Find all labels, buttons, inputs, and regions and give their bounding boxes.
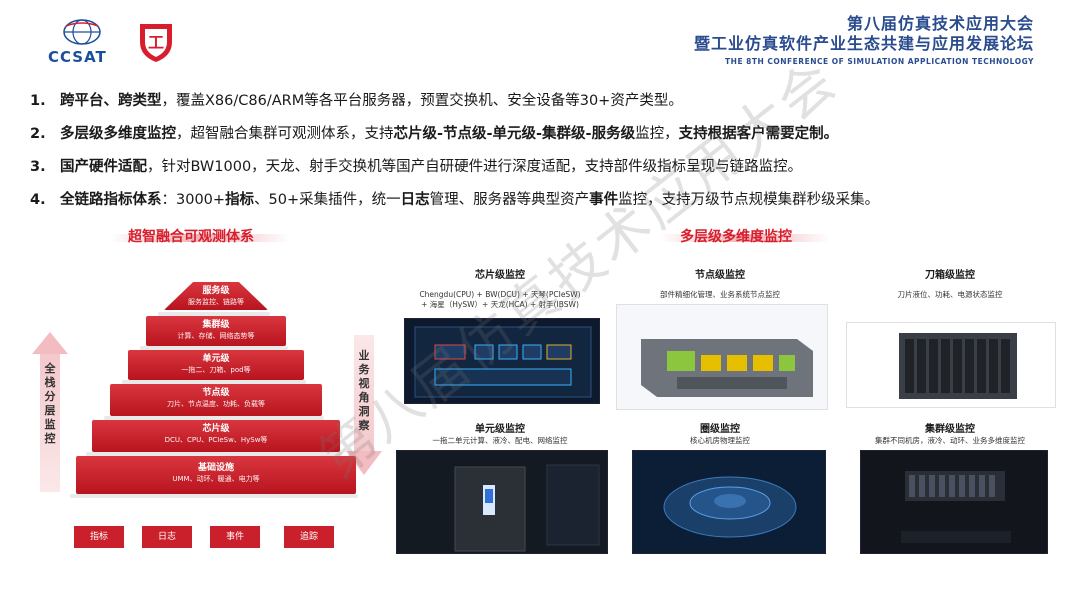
left-title-highlight [110,234,290,242]
layer-title: 集群级 [202,320,230,330]
feature-text: ，针对BW1000，天龙、射手交换机等国产自研硬件进行深度适配，支持部件级指标呈… [147,159,803,175]
right-arrow-label: 业务视角洞察 [358,349,370,432]
feature-bold: 全链路指标体系 [60,192,162,208]
feature-item-2: 2. 多层级多维度监控，超智融合集群可观测体系，支持芯片级-节点级-单元级-集群… [30,119,1070,152]
feature-bold: 事件 [589,192,619,208]
feature-text: 监控， [635,126,679,142]
tag-tracing: 追踪 [284,526,334,548]
panel-title-cluster: 集群级监控 [925,424,975,435]
feature-number: 1. [30,93,46,109]
layer-subtitle: 服务监控、链路等 [188,298,244,306]
feature-item-1: 1. 跨平台、跨类型，覆盖X86/C86/ARM等各平台服务器，预置交换机、安全… [30,86,1070,119]
layer-unit: 单元级 一拖二、刀箱、pod等 [128,350,304,380]
right-section-title: 多层级多维度监控 [680,229,792,245]
layer-subtitle: 刀片、节点温度、功耗、负载等 [167,400,265,408]
blade-monitor-screenshot [846,322,1056,408]
feature-bold: 芯片级-节点级-单元级-集群级-服务级 [393,126,636,142]
feature-bold: 多层级多维度监控 [60,126,176,142]
server-node-graphic [641,339,813,397]
layer-subtitle: 一拖二、刀箱、pod等 [181,366,251,374]
cluster-room-graphic [901,471,1011,543]
tag-logs: 日志 [142,526,192,548]
left-arrow-label: 全栈分层监控 [44,362,56,445]
feature-number: 4. [30,192,46,208]
red-logo-glyph: 工 [148,33,164,52]
layer-service: 服务级 服务监控、链路等 [164,282,268,310]
conference-title-en: THE 8TH CONFERENCE OF SIMULATION APPLICA… [725,57,1034,66]
panel-sub-chip: Chengdu(CPU) + BW(DCU) + 天琴(PCIeSW) + 海星… [419,290,581,309]
feature-bold: 国产硬件适配 [60,159,147,175]
chip-monitor-screenshot [404,318,600,404]
feature-text: ，覆盖X86/C86/ARM等各平台服务器，预置交换机、安全设备等30+资产类型… [161,93,683,109]
blade-chassis-graphic [899,333,1017,399]
node-monitor-screenshot [616,304,828,410]
panel-title-blade: 刀箱级监控 [925,270,975,281]
layer-subtitle: DCU、CPU、PCIeSw、HySw等 [164,436,268,444]
panel-sub-node: 部件精细化管理、业务系统节点监控 [660,290,780,299]
feature-text: 、50+采集插件，统一 [254,192,401,208]
unit-monitor-screenshot [396,450,608,554]
panel-title-unit: 单元级监控 [475,424,525,435]
panel-sub-room: 核心机房物理监控 [690,436,750,445]
red-shield-logo: 工 [140,24,172,62]
layer-subtitle: 计算、存储、网络态势等 [177,332,255,340]
arrow-up-icon [32,332,68,354]
ccsat-logo: CCSAT [44,18,122,66]
layer-subtitle: UMM、动环、暖通、电力等 [172,475,260,483]
layer-title: 单元级 [202,354,230,364]
feature-item-3: 3. 国产硬件适配，针对BW1000，天龙、射手交换机等国产自研硬件进行深度适配… [30,152,1070,185]
layer-infrastructure: 基础设施 UMM、动环、暖通、电力等 [76,456,356,494]
conference-title-line2: 暨工业仿真软件产业生态共建与应用发展论坛 [693,34,1034,53]
feature-number: 3. [30,159,46,175]
layer-node: 节点级 刀片、节点温度、功耗、负载等 [110,384,322,416]
panel-title-room: 圈级监控 [700,424,740,435]
feature-text: 监控，支持万级节点规模集群秒级采集。 [618,192,880,208]
layer-title: 基础设施 [197,463,234,473]
datacenter-room-graphic [663,476,797,538]
conference-title-line1: 第八届仿真技术应用大会 [846,14,1034,33]
feature-bold: 指标 [225,192,255,208]
panel-sub-blade: 刀片液位、功耗、电源状态监控 [897,290,1003,299]
feature-item-4: 4. 全链路指标体系：3000+指标、50+采集插件，统一日志管理、服务器等典型… [30,185,1070,218]
feature-text: ，超智融合集群可观测体系，支持 [176,126,394,142]
globe-icon [63,19,101,45]
feature-bold: 跨平台、跨类型 [60,93,162,109]
panel-title-chip: 芯片级监控 [475,270,525,281]
cluster-monitor-screenshot [860,450,1048,554]
ccsat-logo-text: CCSAT [48,48,107,66]
layer-title: 芯片级 [202,424,230,434]
feature-bold: 日志 [400,192,430,208]
rack-unit-graphic [454,464,600,552]
panel-sub-unit: 一拖二单元计算、液冷、配电、网络监控 [432,436,568,445]
right-title-highlight [660,234,830,242]
room-monitor-screenshot [632,450,826,554]
chip-board-graphic [414,326,592,398]
tag-metrics: 指标 [74,526,124,548]
full-stack-arrow: 全栈分层监控 [32,332,68,492]
feature-list: 1. 跨平台、跨类型，覆盖X86/C86/ARM等各平台服务器，预置交换机、安全… [30,86,1070,218]
panel-sub-cluster: 集群不同机房，液冷、动环、业务多维度监控 [875,436,1025,445]
layer-title: 服务级 [202,286,230,296]
layer-title: 节点级 [202,388,230,398]
conference-title: 第八届仿真技术应用大会 暨工业仿真软件产业生态共建与应用发展论坛 THE 8TH… [694,14,1034,66]
feature-bold: 支持根据客户需要定制。 [678,126,839,142]
feature-text: ：3000+ [161,192,226,208]
feature-text: 管理、服务器等典型资产 [429,192,590,208]
panel-title-node: 节点级监控 [695,270,745,281]
left-section-title: 超智融合可观测体系 [128,229,254,245]
layer-cluster: 集群级 计算、存储、网络态势等 [146,316,286,346]
feature-number: 2. [30,126,46,142]
tag-events: 事件 [210,526,260,548]
layer-chip: 芯片级 DCU、CPU、PCIeSw、HySw等 [92,420,340,452]
